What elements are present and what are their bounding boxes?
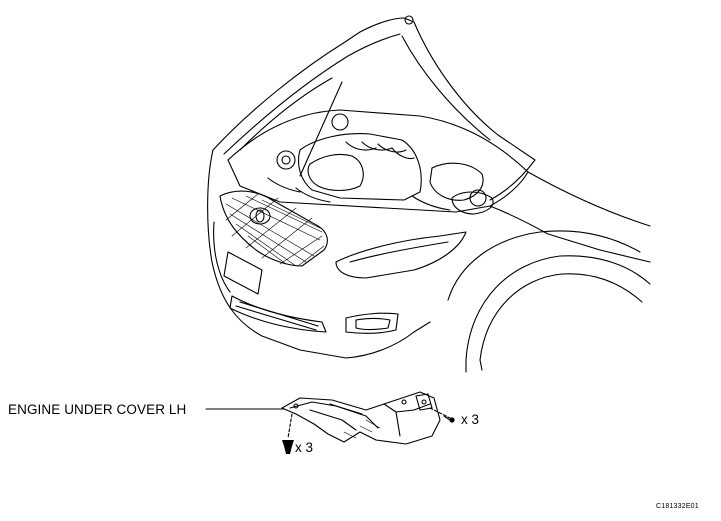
- fender-arch: [447, 230, 641, 301]
- screw-guide-line: [429, 407, 451, 419]
- engine-block: [297, 133, 422, 201]
- hood-emblem: [404, 15, 414, 25]
- headlight: [335, 231, 467, 279]
- clip-icon: [282, 440, 294, 454]
- clip-guide-line: [287, 413, 293, 439]
- engine-bay-outline: [227, 109, 529, 213]
- lower-intake-slats: [235, 301, 319, 331]
- wheel-lower-line: [465, 359, 483, 373]
- valve-cover-ribs: [345, 141, 415, 160]
- toyota-emblem-inner: [255, 209, 265, 223]
- cover-hole-3: [421, 399, 427, 405]
- grille-mesh: [225, 193, 325, 267]
- cover-outline: [281, 391, 441, 445]
- fender-line: [489, 205, 651, 263]
- reservoir-cap-left: [276, 150, 296, 170]
- upper-grille: [219, 190, 328, 267]
- intake-manifold: [307, 153, 364, 192]
- oil-cap: [331, 113, 349, 131]
- hood-outline: [212, 17, 536, 201]
- bumper-crease: [213, 221, 231, 293]
- hood-rear-edge: [527, 171, 651, 227]
- figure-code: C181332E01: [656, 503, 699, 510]
- engine-under-cover-illustration: [281, 391, 441, 445]
- headlight-inner: [349, 241, 449, 263]
- cover-hole-1: [293, 403, 299, 409]
- front-bumper-outline: [207, 149, 431, 359]
- cover-side-panel: [383, 403, 431, 437]
- car-illustration: [207, 15, 651, 373]
- cover-shading: [343, 419, 381, 439]
- reservoir-cap-right: [469, 189, 487, 207]
- part-label: ENGINE UNDER COVER LH: [8, 402, 187, 417]
- hood-inner-edge: [223, 33, 401, 155]
- license-plate-recess: [223, 251, 263, 295]
- hood-rib-left: [239, 77, 333, 151]
- cover-bracket: [415, 393, 433, 411]
- front-tire: [465, 255, 651, 361]
- engine-hoses: [267, 177, 451, 211]
- air-filter-box: [429, 162, 484, 201]
- cover-rib-2: [329, 403, 379, 429]
- cover-hole-2: [401, 399, 407, 405]
- cover-front-lip: [289, 401, 363, 415]
- reservoir-cap-left-inner: [281, 155, 291, 165]
- hood-stay: [299, 81, 343, 177]
- front-wheel-rim: [479, 273, 643, 361]
- strut-tower-right: [451, 191, 494, 215]
- toyota-emblem: [249, 207, 271, 225]
- fog-lamp-bezel: [345, 312, 399, 334]
- hood-rib-right: [401, 35, 491, 141]
- screw-quantity-label: x 3: [461, 412, 480, 427]
- cover-rib-1: [309, 409, 357, 431]
- clip-quantity-label: x 3: [295, 440, 314, 455]
- screw-icon: [443, 415, 455, 423]
- fog-lamp: [355, 317, 391, 331]
